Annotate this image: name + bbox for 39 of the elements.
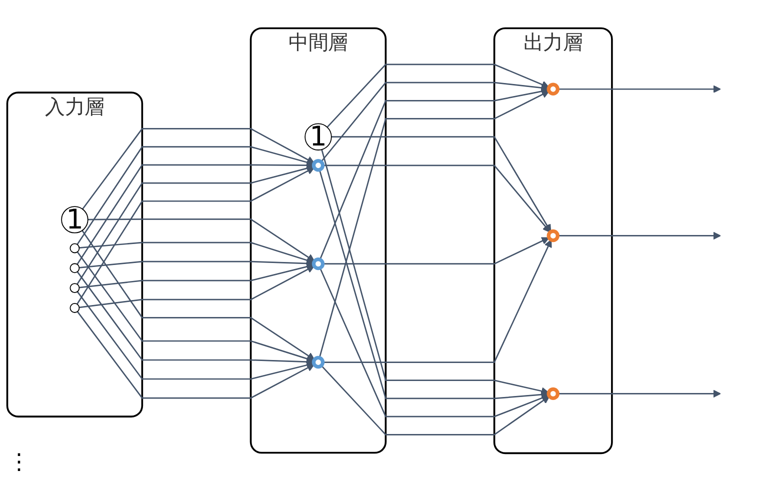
arrow: [76, 161, 314, 264]
node-circle: [70, 282, 80, 293]
arrow: [320, 364, 550, 436]
arrow: [326, 64, 550, 128]
arrow: [76, 310, 315, 398]
node-circle: [312, 356, 325, 368]
node-circle: [312, 257, 325, 270]
arrow: [322, 236, 550, 264]
arrow: [79, 265, 315, 308]
arrow: [322, 164, 551, 232]
node-circle: [70, 262, 80, 273]
node-circle: [312, 158, 325, 172]
node-circle: [70, 302, 80, 313]
arrow: [558, 84, 721, 93]
node-circle: [546, 229, 560, 242]
arrow: [558, 389, 721, 398]
node-circle: [546, 387, 560, 400]
arrow: [319, 267, 550, 417]
arrow: [322, 239, 552, 363]
cluster: 出力層: [493, 27, 613, 454]
arrow: [79, 262, 314, 288]
arrow: [558, 232, 721, 240]
ellipsis-mark: ⋮: [8, 450, 30, 475]
node-circle: [546, 82, 560, 96]
arrow: [76, 166, 315, 304]
arrow: [82, 230, 315, 360]
arrow: [88, 218, 315, 262]
arrow: [331, 136, 552, 232]
node-circle: 1: [61, 206, 88, 234]
arrow: [76, 146, 314, 245]
arrow: [76, 291, 314, 380]
arrow: [76, 164, 314, 284]
arrow: [82, 128, 315, 210]
arrow: [79, 242, 314, 264]
node-circle: 1: [304, 122, 332, 150]
arrow: [320, 82, 549, 162]
arrow: [76, 251, 314, 362]
node-circle: [70, 243, 80, 253]
arrow: [318, 90, 550, 358]
